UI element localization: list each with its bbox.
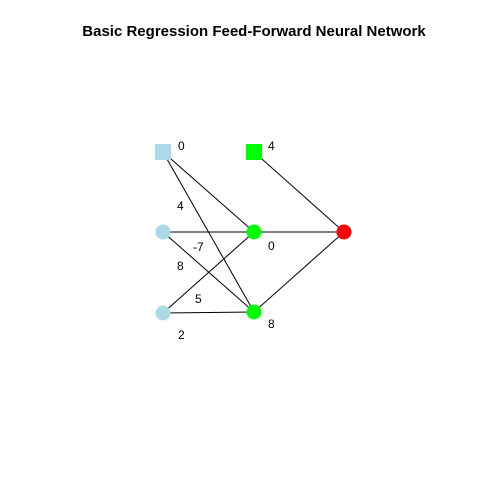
hidden-node-1-label: 0 [268, 239, 275, 253]
bias-input-label: 0 [178, 139, 185, 153]
input-node-2-label: 2 [178, 328, 185, 342]
weight-label: 5 [195, 292, 202, 306]
bias-hidden-label: 4 [268, 139, 275, 153]
weight-label: 8 [177, 259, 184, 273]
edges [162, 151, 345, 314]
input-node-2 [155, 305, 171, 321]
bias-node-hidden-layer [246, 144, 262, 160]
edge-bias2-output [253, 151, 345, 233]
input-node-1 [155, 224, 171, 240]
weight-label: 4 [177, 199, 184, 213]
hidden-node-1 [246, 224, 262, 240]
weight-label: -7 [193, 240, 204, 254]
hidden-node-2-label: 8 [268, 317, 275, 331]
edge-input2-hidden1 [162, 231, 255, 314]
hidden-node-2 [246, 304, 262, 320]
edge-hidden2-output [253, 231, 345, 313]
edge-bias1-hidden1 [162, 151, 255, 233]
output-node [336, 224, 352, 240]
edge-input2-hidden2 [162, 311, 255, 314]
bias-node-input-layer [155, 144, 171, 160]
page-title: Basic Regression Feed-Forward Neural Net… [82, 23, 426, 40]
